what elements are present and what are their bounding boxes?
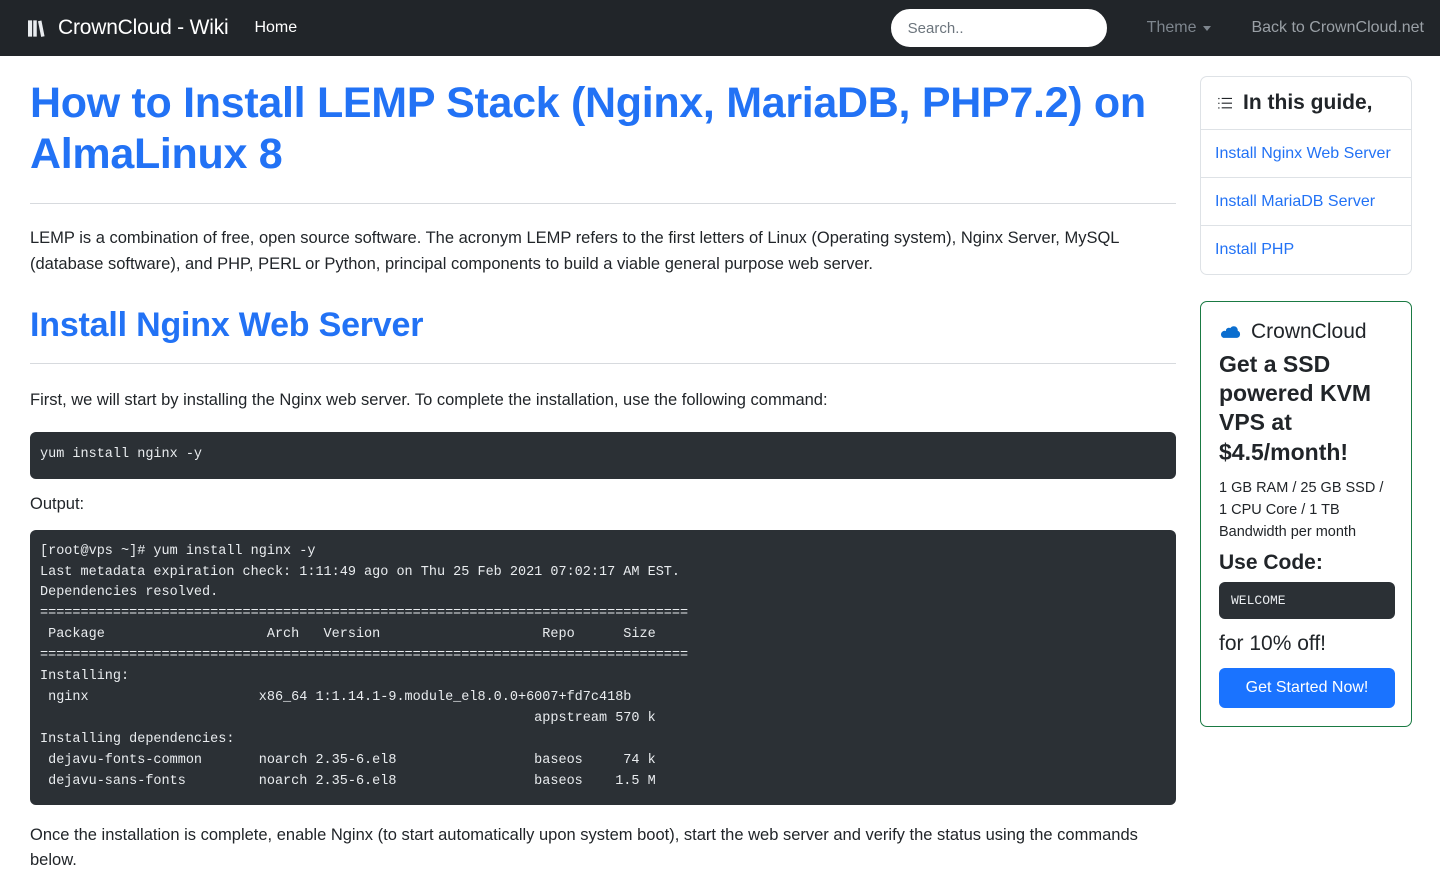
promo-brand-label: CrownCloud: [1251, 319, 1367, 343]
theme-dropdown-label: Theme: [1146, 19, 1197, 36]
guide-link-mariadb[interactable]: Install MariaDB Server: [1201, 178, 1411, 227]
terminal-output-block[interactable]: [root@vps ~]# yum install nginx -y Last …: [30, 529, 1176, 805]
closing-paragraph: Once the installation is complete, enabl…: [30, 825, 1138, 870]
intro-paragraph: LEMP is a combination of free, open sour…: [30, 229, 1119, 274]
back-to-site-link[interactable]: Back to CrownCloud.net: [1251, 19, 1424, 36]
navbar-right-group: Theme Back to CrownCloud.net: [890, 9, 1424, 47]
promo-headline: Get a SSD powered KVM VPS at $4.5/month!: [1219, 350, 1372, 465]
section-heading-nginx: Install Nginx Web Server: [30, 305, 424, 344]
title-divider: [30, 203, 1176, 205]
in-this-guide-header: In this guide,: [1201, 77, 1411, 130]
section-intro-paragraph: First, we will start by installing the N…: [30, 390, 828, 409]
nav-item-home[interactable]: Home: [254, 19, 298, 36]
in-this-guide-title: In this guide,: [1243, 91, 1373, 114]
command-code-block[interactable]: yum install nginx -y: [30, 431, 1176, 479]
cloud-icon: [1219, 323, 1242, 340]
main-content: How to Install LEMP Stack (Nginx, MariaD…: [24, 56, 1176, 892]
promo-brand: CrownCloud: [1219, 320, 1395, 344]
output-label: Output:: [30, 494, 85, 513]
list-ul-icon: [1215, 96, 1234, 111]
page-title: How to Install LEMP Stack (Nginx, MariaD…: [30, 79, 1146, 178]
search-input[interactable]: [890, 9, 1107, 47]
navbar-brand-label: CrownCloud - Wiki: [58, 16, 229, 39]
promo-code-value[interactable]: WELCOME: [1219, 582, 1395, 620]
chevron-down-icon: [1203, 25, 1212, 31]
guide-link-nginx[interactable]: Install Nginx Web Server: [1201, 130, 1411, 179]
books-icon: [28, 19, 49, 38]
section-divider: [30, 362, 1176, 364]
navbar: CrownCloud - Wiki Home Theme Back to Cro…: [0, 0, 1440, 56]
page-container: How to Install LEMP Stack (Nginx, MariaD…: [0, 56, 1440, 892]
get-started-button[interactable]: Get Started Now!: [1219, 668, 1395, 709]
sidebar: In this guide, Install Nginx Web Server …: [1200, 56, 1412, 892]
navbar-brand[interactable]: CrownCloud - Wiki: [28, 16, 229, 40]
promo-card: CrownCloud Get a SSD powered KVM VPS at …: [1200, 300, 1412, 728]
in-this-guide-card: In this guide, Install Nginx Web Server …: [1200, 76, 1412, 275]
promo-specs: 1 GB RAM / 25 GB SSD / 1 CPU Core / 1 TB…: [1219, 480, 1384, 541]
promo-discount-text: for 10% off!: [1219, 632, 1327, 656]
promo-use-code-label: Use Code:: [1219, 551, 1323, 575]
theme-dropdown[interactable]: Theme: [1147, 19, 1212, 37]
guide-link-php[interactable]: Install PHP: [1215, 241, 1295, 259]
